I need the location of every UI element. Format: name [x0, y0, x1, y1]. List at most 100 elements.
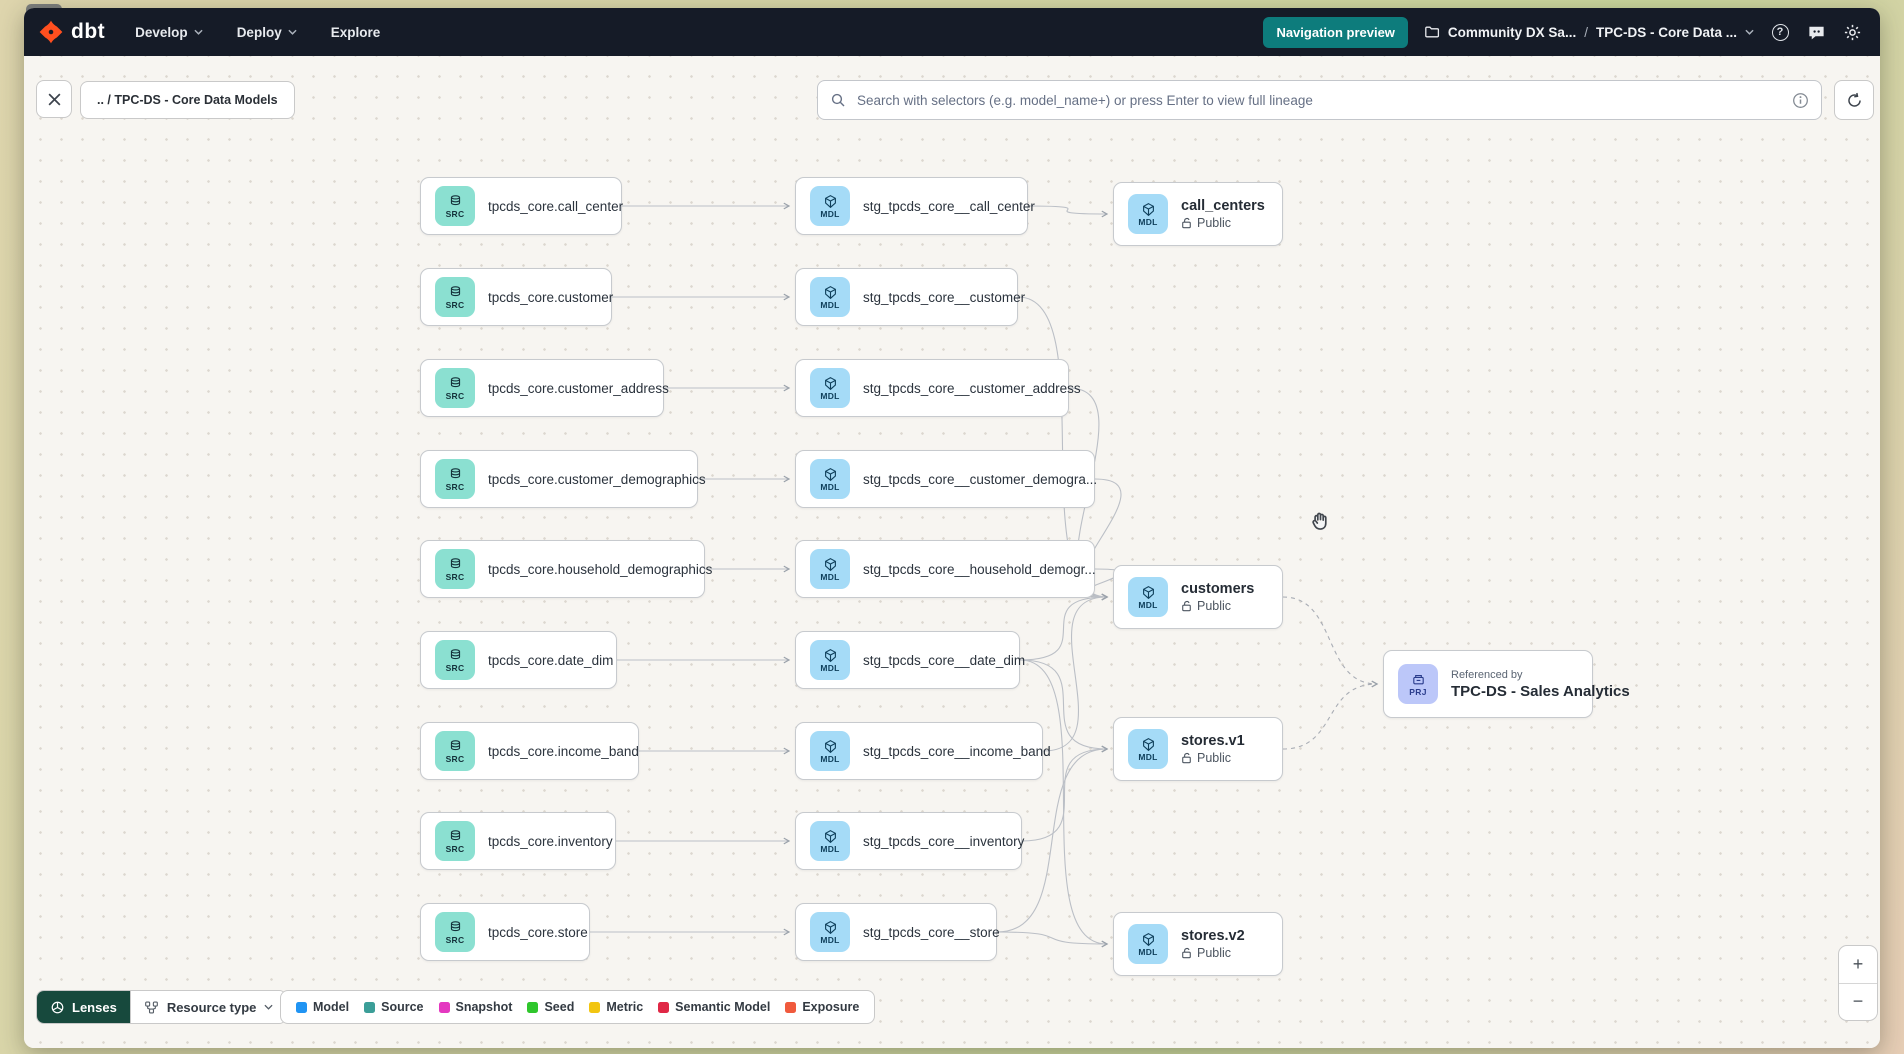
public-model-node-customers[interactable]: MDL customers Public	[1113, 565, 1283, 629]
info-icon[interactable]	[1792, 92, 1809, 109]
lenses-control: Lenses Resource type	[36, 990, 288, 1024]
folder-icon	[1425, 26, 1439, 38]
top-navbar: dbt Develop Deploy Explore Navigation pr…	[24, 8, 1880, 56]
source-icon: SRC	[435, 277, 475, 317]
zoom-out-button[interactable]: −	[1852, 991, 1864, 1012]
legend-item-snapshot: Snapshot	[438, 1000, 512, 1014]
legend-swatch	[785, 1001, 797, 1013]
legend-item-exposure: Exposure	[785, 1000, 859, 1014]
node-label: stg_tpcds_core__store	[863, 924, 1000, 940]
source-node-4[interactable]: SRC tpcds_core.household_demographics	[420, 540, 712, 598]
source-node-8[interactable]: SRC tpcds_core.store	[420, 903, 590, 961]
resource-graph-icon	[144, 1001, 158, 1014]
lineage-search	[817, 80, 1822, 120]
legend-item-metric: Metric	[589, 1000, 643, 1014]
access-badge: Public	[1181, 599, 1254, 613]
referenced-by-label: Referenced by	[1451, 668, 1523, 681]
model-node-1[interactable]: MDL stg_tpcds_core__customer	[795, 268, 1025, 326]
source-icon: SRC	[435, 821, 475, 861]
node-label: tpcds_core.date_dim	[488, 652, 614, 668]
node-label: tpcds_core.customer	[488, 289, 614, 305]
source-icon: SRC	[435, 459, 475, 499]
model-icon: MDL	[810, 277, 850, 317]
brand-name: dbt	[71, 20, 106, 43]
model-icon: MDL	[1128, 924, 1168, 964]
node-label: tpcds_core.customer_demographics	[488, 471, 706, 487]
dbt-logo[interactable]: dbt	[38, 19, 105, 45]
search-icon	[831, 93, 845, 107]
source-node-3[interactable]: SRC tpcds_core.customer_demographics	[420, 450, 706, 508]
breadcrumb-separator: /	[1584, 24, 1588, 40]
model-icon: MDL	[810, 731, 850, 771]
legend-swatch	[438, 1001, 450, 1013]
node-title: customers	[1181, 581, 1255, 597]
refresh-icon	[1847, 92, 1861, 107]
legend-swatch	[589, 1001, 601, 1013]
navigation-preview-button[interactable]: Navigation preview	[1263, 16, 1408, 48]
nav-item-deploy[interactable]: Deploy	[237, 25, 297, 40]
search-input[interactable]	[855, 91, 1783, 109]
breadcrumb-page[interactable]: TPC-DS - Core Data ...	[1595, 24, 1737, 40]
node-label: tpcds_core.customer_address	[488, 380, 669, 396]
model-node-7[interactable]: MDL stg_tpcds_core__inventory	[795, 812, 1025, 870]
breadcrumb[interactable]: Community DX Sa... / TPC-DS - Core Data …	[1424, 24, 1754, 40]
node-label: stg_tpcds_core__inventory	[863, 833, 1025, 849]
close-lineage-button[interactable]	[36, 80, 72, 118]
dbt-logo-icon	[39, 20, 63, 44]
model-icon: MDL	[810, 912, 850, 952]
node-label: tpcds_core.inventory	[488, 833, 613, 849]
node-label: stg_tpcds_core__customer_demogra...	[863, 471, 1098, 487]
zoom-in-button[interactable]: +	[1839, 946, 1877, 984]
source-node-7[interactable]: SRC tpcds_core.inventory	[420, 812, 616, 870]
node-label: tpcds_core.household_demographics	[488, 561, 713, 577]
source-icon: SRC	[435, 912, 475, 952]
source-icon: SRC	[435, 368, 475, 408]
legend-item-seed: Seed	[527, 1000, 574, 1014]
node-label: stg_tpcds_core__household_demogr...	[863, 561, 1096, 577]
lineage-breadcrumb-chip[interactable]: .. / TPC-DS - Core Data Models	[80, 81, 295, 119]
node-label: tpcds_core.store	[488, 924, 588, 940]
model-icon: MDL	[1128, 729, 1168, 769]
node-label: tpcds_core.call_center	[488, 198, 624, 214]
model-icon: MDL	[1128, 577, 1168, 617]
settings-gear-icon[interactable]	[1842, 22, 1862, 42]
chevron-down-icon[interactable]	[1745, 29, 1754, 35]
node-label: tpcds_core.income_band	[488, 743, 639, 759]
node-title: call_centers	[1181, 198, 1265, 214]
lens-icon	[51, 1001, 64, 1013]
legend-swatch	[296, 1001, 307, 1013]
help-icon[interactable]: ?	[1770, 22, 1790, 42]
resource-type-dropdown[interactable]: Resource type	[129, 991, 287, 1023]
feedback-icon[interactable]	[1806, 22, 1826, 42]
source-icon: SRC	[435, 549, 475, 589]
source-node-2[interactable]: SRC tpcds_core.customer_address	[420, 359, 669, 417]
source-node-6[interactable]: SRC tpcds_core.income_band	[420, 722, 639, 780]
nav-item-develop[interactable]: Develop	[135, 25, 203, 40]
source-node-1[interactable]: SRC tpcds_core.customer	[420, 268, 614, 326]
model-icon: MDL	[810, 821, 850, 861]
refresh-lineage-button[interactable]	[1834, 80, 1874, 120]
model-icon: MDL	[810, 640, 850, 680]
lenses-button[interactable]: Lenses	[37, 991, 130, 1023]
breadcrumb-project[interactable]: Community DX Sa...	[1447, 24, 1577, 40]
access-badge: Public	[1181, 946, 1245, 960]
source-icon: SRC	[435, 731, 475, 771]
project-title: TPC-DS - Sales Analytics	[1451, 682, 1630, 700]
model-node-8[interactable]: MDL stg_tpcds_core__store	[795, 903, 1000, 961]
legend-swatch	[658, 1001, 670, 1013]
nav-item-explore[interactable]: Explore	[330, 24, 381, 40]
node-label: stg_tpcds_core__customer	[863, 289, 1026, 305]
